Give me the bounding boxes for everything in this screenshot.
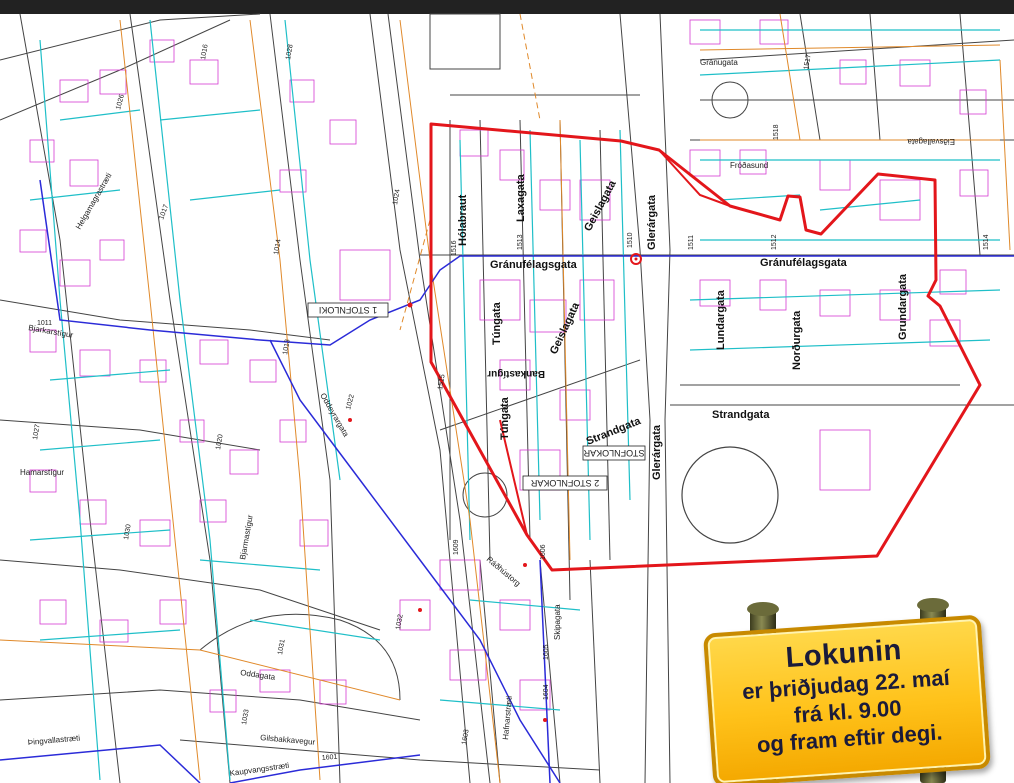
street-label: Ráðhústorg bbox=[485, 555, 522, 588]
valve-number: 1027 bbox=[32, 424, 42, 441]
street-label: Bankastígur bbox=[487, 368, 545, 379]
street-label: Eiðsvallagata bbox=[907, 137, 955, 146]
street-label: Grundargata bbox=[897, 273, 909, 340]
valve-number: 1033 bbox=[241, 709, 251, 726]
street-label: Gránufélagsgata bbox=[760, 257, 848, 269]
valve-number: 1518 bbox=[773, 124, 780, 140]
street-label: Fróðasund bbox=[730, 161, 768, 170]
street-label: Túngata bbox=[491, 301, 503, 345]
valve-number: 1515 bbox=[437, 374, 447, 391]
street-label: Lundargata bbox=[715, 289, 727, 350]
closure-boundary bbox=[429, 122, 982, 572]
street-label: Gránufélagsgata bbox=[490, 259, 578, 271]
notice-board: Lokunin er þriðjudag 22. maí frá kl. 9.0… bbox=[702, 614, 992, 783]
valve-number: 1013 bbox=[282, 339, 292, 356]
stop-valve-labels: 1 STOFNLOKI 2 STOFNLOKAR STOFNLOKAR bbox=[307, 302, 646, 491]
valve-number: 1020 bbox=[215, 434, 225, 451]
street-label: Norðurgata bbox=[791, 310, 803, 370]
stop-label: 1 STOFNLOKI bbox=[319, 305, 377, 315]
street-label: Hólabraut bbox=[457, 194, 469, 246]
valve-number: 1017 bbox=[158, 204, 170, 221]
street-label: Túngata bbox=[499, 396, 511, 440]
valve-number-labels: 1510 1511 1512 1513 1514 1515 1516 1517 … bbox=[32, 44, 990, 762]
valve-number: 1601 bbox=[322, 754, 338, 762]
street-label: Þingvallastræti bbox=[27, 733, 80, 747]
water-pipes bbox=[29, 19, 1001, 781]
valve-number: 1510 bbox=[627, 232, 634, 248]
street-label: Helgamagrastræti bbox=[74, 171, 114, 231]
valve-number: 1032 bbox=[395, 614, 405, 631]
valve-number: 1605 bbox=[543, 644, 550, 660]
valve-number: 1016 bbox=[200, 44, 210, 61]
street-label: Gilsbakkavegur bbox=[260, 733, 316, 747]
street-label: Skipagata bbox=[553, 604, 562, 640]
valve-number: 1028 bbox=[285, 44, 295, 61]
valve-number: 1031 bbox=[277, 639, 287, 656]
street-label: Geislagata bbox=[582, 178, 619, 234]
valve-number: 1511 bbox=[688, 235, 695, 250]
roundabout bbox=[462, 472, 508, 518]
valve-number: 1604 bbox=[543, 684, 550, 700]
street-label: Glerárgata bbox=[646, 194, 658, 250]
stop-label: STOFNLOKAR bbox=[583, 448, 644, 458]
valve-number: 1014 bbox=[273, 239, 283, 256]
street-label: Hafnarstræti bbox=[501, 695, 514, 740]
valve-number: 1603 bbox=[461, 729, 471, 746]
valve-number: 1512 bbox=[771, 234, 778, 250]
top-bar bbox=[0, 0, 1014, 14]
valve-number: 1030 bbox=[123, 524, 133, 541]
road-network bbox=[0, 13, 1014, 783]
valve-number: 1516 bbox=[451, 240, 458, 256]
street-label: Strandgata bbox=[712, 409, 770, 421]
valve-number: 1517 bbox=[803, 54, 813, 71]
valve-markers bbox=[348, 253, 642, 722]
building-outlines bbox=[19, 19, 989, 713]
valve-number: 1024 bbox=[392, 189, 402, 206]
valve-number: 1609 bbox=[453, 539, 460, 555]
roundabout bbox=[711, 81, 749, 119]
main-pipes bbox=[0, 179, 1014, 783]
valve-number: 1022 bbox=[345, 394, 356, 411]
circular-building bbox=[681, 446, 779, 544]
valve-number: 1514 bbox=[983, 234, 990, 250]
stop-label: 2 STOFNLOKAR bbox=[530, 478, 599, 488]
sports-field bbox=[429, 13, 501, 70]
street-label: Gránugata bbox=[700, 58, 738, 67]
valve-number: 1606 bbox=[540, 544, 547, 560]
boundary-branch bbox=[499, 419, 528, 536]
notice-sign: Lokunin er þriðjudag 22. maí frá kl. 9.0… bbox=[700, 598, 1000, 783]
street-label: Strandgata bbox=[585, 415, 644, 448]
street-label: Laxagata bbox=[515, 173, 527, 222]
valve-number: 1513 bbox=[517, 234, 524, 250]
street-label: Kaupvangsstræti bbox=[229, 761, 290, 778]
valve-number: 1011 bbox=[37, 320, 52, 327]
street-label: Hamarstígur bbox=[20, 468, 64, 477]
valve-marker-main bbox=[630, 253, 642, 265]
valve-number: 1026 bbox=[115, 94, 126, 111]
street-label: Glerárgata bbox=[651, 424, 663, 480]
street-label: Bjarmastígur bbox=[238, 514, 255, 561]
